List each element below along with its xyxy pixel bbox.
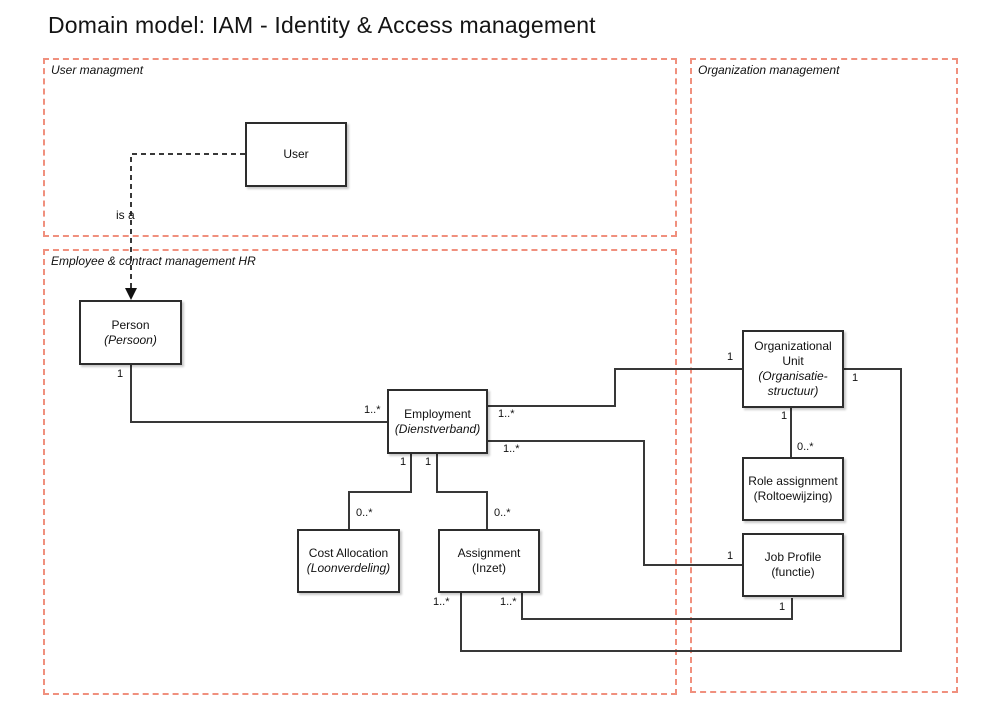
node-assignment-alias: (Inzet) xyxy=(471,561,506,575)
mult-assignment-end-orgunit: 1..* xyxy=(433,596,450,608)
boundary-employee-contract-label: Employee & contract management HR xyxy=(51,254,256,268)
mult-person-end: 1 xyxy=(117,368,124,380)
association-employment-costallocation xyxy=(348,453,412,529)
mult-employment-end-orgunit: 1..* xyxy=(498,408,515,420)
mult-employment-end-assignment: 1 xyxy=(425,456,432,468)
mult-assignment-end-jobprofile: 1..* xyxy=(500,596,517,608)
mult-jobprofile-end-employment: 1 xyxy=(727,550,734,562)
node-employment-alias: (Dienstverband) xyxy=(394,421,481,436)
node-employment: Employment (Dienstverband) xyxy=(387,389,488,454)
boundary-user-management: User managment xyxy=(43,58,677,237)
node-cost-allocation-name: Cost Allocation xyxy=(308,546,389,560)
mult-roleassignment-end: 0..* xyxy=(797,441,814,453)
node-job-profile: Job Profile (functie) xyxy=(742,533,844,597)
mult-employment-end-jobprofile: 1..* xyxy=(503,443,520,455)
generalization-label: is a xyxy=(116,208,135,222)
mult-orgunit-end-assignment: 1 xyxy=(852,372,859,384)
association-employment-jobprofile xyxy=(488,440,742,566)
node-cost-allocation: Cost Allocation (Loonverdeling) xyxy=(297,529,400,593)
boundary-user-management-label: User managment xyxy=(51,63,144,77)
node-person: Person (Persoon) xyxy=(79,300,182,365)
association-employment-assignment xyxy=(436,453,488,529)
node-role-assignment-name: Role assignment xyxy=(748,474,838,488)
association-assignment-orgunit xyxy=(460,368,902,652)
association-employment-orgunit xyxy=(488,368,742,407)
node-person-alias: (Persoon) xyxy=(104,332,157,347)
node-job-profile-name: Job Profile xyxy=(764,550,822,564)
mult-employment-end-person: 1..* xyxy=(364,404,381,416)
mult-jobprofile-end-assignment: 1 xyxy=(779,601,786,613)
node-employment-name: Employment xyxy=(404,406,471,421)
mult-costallocation-end: 0..* xyxy=(356,507,373,519)
node-assignment-name: Assignment xyxy=(457,546,521,560)
mult-assignment-end-employment: 0..* xyxy=(494,507,511,519)
generalization-arrowhead-icon xyxy=(125,288,137,300)
association-assignment-jobprofile xyxy=(521,592,793,620)
node-organizational-unit-alias: (Organisatie-structuur) xyxy=(758,369,828,398)
node-role-assignment-alias: (Roltoewijzing) xyxy=(753,489,833,503)
node-job-profile-alias: (functie) xyxy=(771,565,815,579)
node-role-assignment: Role assignment (Roltoewijzing) xyxy=(742,457,844,521)
mult-orgunit-end-employment: 1 xyxy=(727,351,734,363)
association-person-employment xyxy=(130,365,387,423)
node-assignment: Assignment (Inzet) xyxy=(438,529,540,593)
boundary-organization-label: Organization management xyxy=(698,63,840,77)
node-organizational-unit-name: Organizational Unit xyxy=(754,339,832,368)
mult-orgunit-end-roleassignment: 1 xyxy=(781,410,788,422)
boundary-organization-management: Organization management xyxy=(690,58,958,693)
node-user: User xyxy=(245,122,347,187)
node-user-name: User xyxy=(283,147,309,161)
node-cost-allocation-alias: (Loonverdeling) xyxy=(306,561,391,575)
generalization-user-person xyxy=(130,153,245,296)
node-organizational-unit: Organizational Unit (Organisatie-structu… xyxy=(742,330,844,408)
mult-employment-end-costallocation: 1 xyxy=(400,456,407,468)
diagram-title: Domain model: IAM - Identity & Access ma… xyxy=(48,12,596,38)
boundary-employee-contract-management: Employee & contract management HR xyxy=(43,249,677,695)
node-person-name: Person xyxy=(111,317,150,332)
